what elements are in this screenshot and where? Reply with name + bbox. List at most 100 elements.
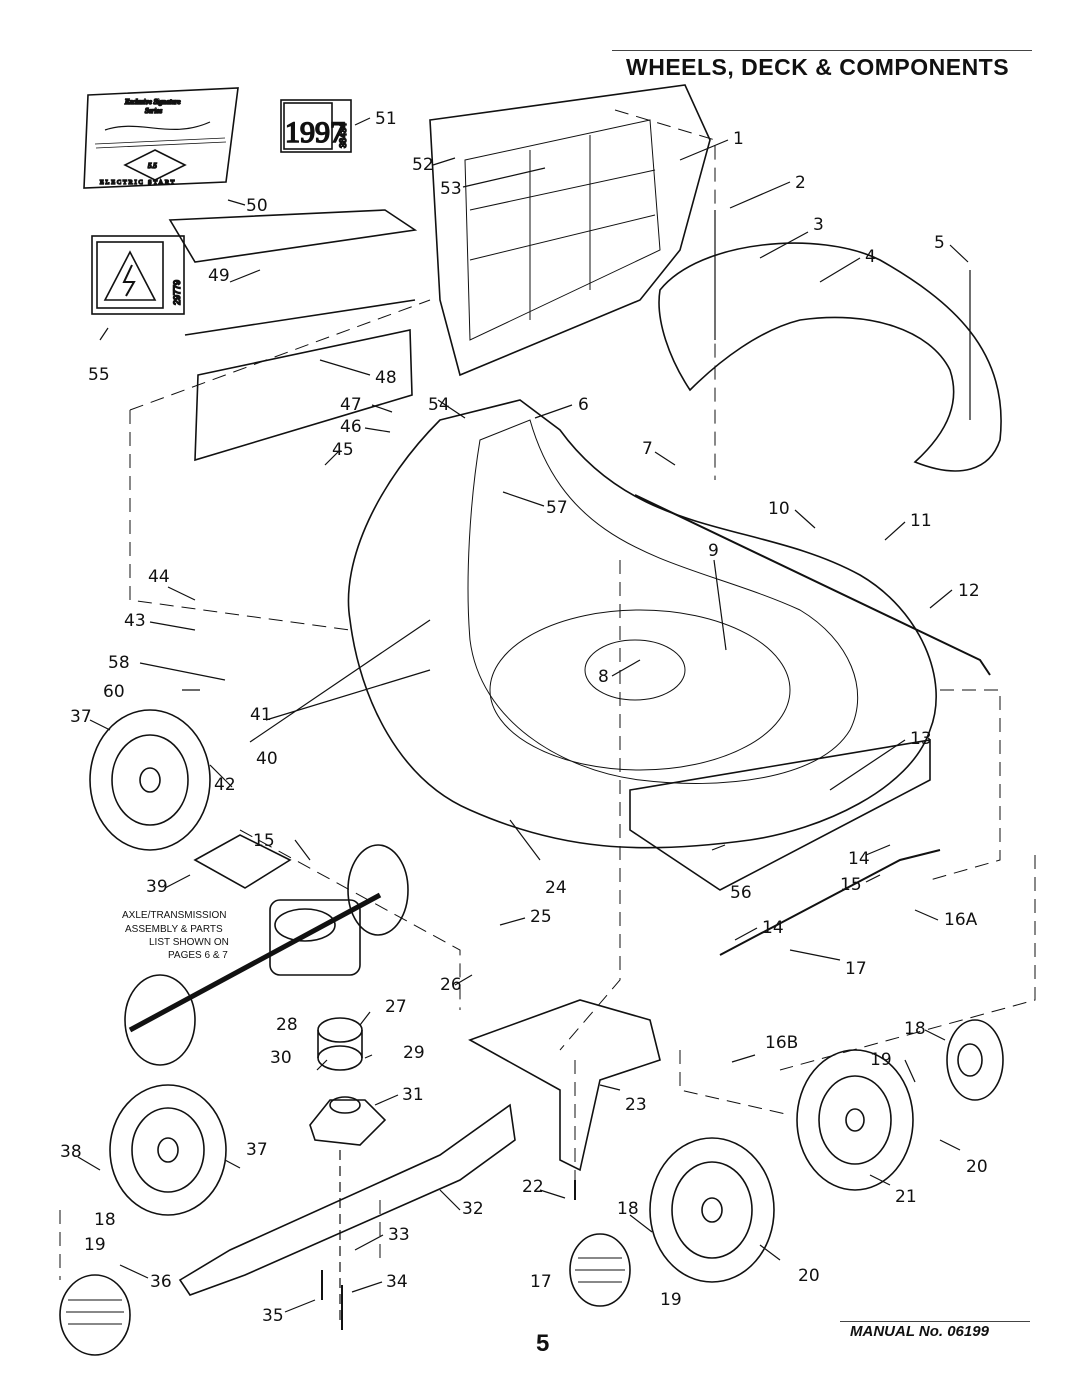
callout-6: 6 [578,395,589,415]
callout-11: 11 [910,511,932,531]
callout-20c: 19 [660,1290,682,1310]
wheel-front-left [89,709,211,851]
callout-20a: 20 [966,1157,988,1177]
callout-5: 5 [934,233,945,253]
callout-15b: 15 [253,831,275,851]
callout-41: 41 [250,705,272,725]
warning-decal: 29779 [91,235,185,315]
callout-16A: 16A [944,910,978,930]
note-line1: AXLE/TRANSMISSION [122,910,226,921]
callout-60: 60 [103,682,125,702]
decal-series-line2: Series [145,107,162,115]
wheel-rear-right [796,1049,914,1191]
callout-labels: 1 2 3 4 5 6 7 8 9 10 11 12 13 14 15 16A … [60,109,988,1326]
callout-23: 23 [625,1095,647,1115]
callout-21b: 20 [798,1266,820,1286]
callout-46: 46 [340,417,362,437]
footer-rule [840,1321,1030,1322]
year-decal-text: 1997 [285,116,345,149]
callout-12: 12 [958,581,980,601]
callout-22: 22 [522,1177,544,1197]
callout-31: 31 [402,1085,424,1105]
callout-13: 13 [910,729,932,749]
callout-3: 3 [813,215,824,235]
callout-43: 43 [124,611,146,631]
year-decal-code: 38434 [338,123,348,148]
callout-9: 9 [708,541,719,561]
callout-4: 4 [865,247,876,267]
callout-18b: 17 [530,1272,552,1292]
callout-29: 29 [403,1043,425,1063]
callout-47: 47 [340,395,362,415]
decal-series-line1: Exclusive Signature [124,98,181,106]
callout-18a: 18 [904,1019,926,1039]
hubcap-right [946,1019,1004,1101]
callout-2: 2 [795,173,806,193]
callout-49: 49 [208,266,230,286]
callout-45: 45 [332,440,354,460]
callout-19a: 19 [870,1050,892,1070]
callout-14b: 14 [762,918,784,938]
callout-44: 44 [148,567,170,587]
note-line2: ASSEMBLY & PARTS [125,924,223,935]
callout-35: 35 [262,1306,284,1326]
callout-19c: 18 [617,1199,639,1219]
callout-38: 38 [60,1142,82,1162]
wheel-rear-center [649,1137,775,1283]
callout-14a: 14 [848,849,870,869]
callout-15a: 15 [840,875,862,895]
callout-10: 10 [768,499,790,519]
callout-21a: 21 [895,1187,917,1207]
wheel-rear-left [109,1084,227,1216]
callout-48: 48 [375,368,397,388]
blade-adapter [309,1017,387,1146]
callout-27: 27 [385,997,407,1017]
callout-58: 58 [108,653,130,673]
page-number: 5 [536,1330,550,1357]
callout-55: 55 [88,365,110,385]
callout-16B: 16B [765,1033,798,1053]
callout-56: 56 [730,883,752,903]
callout-1: 1 [733,129,744,149]
callout-25: 25 [530,907,552,927]
callout-50: 50 [246,196,268,216]
rear-bag-shield [168,209,418,462]
hardware-bolts [321,210,971,1330]
callout-51: 51 [375,109,397,129]
signature-series-decal: Exclusive Signature Series 5.5 ELECTRIC … [83,87,239,189]
hubcap-left [59,1274,131,1356]
callout-57: 57 [546,498,568,518]
transmission-axle [124,834,409,1066]
mower-blade [178,1103,516,1296]
page-title: WHEELS, DECK & COMPONENTS [626,54,1010,80]
rear-flap [429,84,711,377]
callout-40: 40 [256,749,278,769]
callout-7: 7 [642,439,653,459]
height-adjust-rods [634,494,991,956]
callout-52: 52 [412,155,434,175]
leader-lines [77,117,969,1313]
callout-34: 34 [386,1272,408,1292]
note-line3: LIST SHOWN ON [149,937,229,948]
callout-28: 28 [276,1015,298,1035]
callout-19b: 18 [94,1210,116,1230]
callout-36: 36 [150,1272,172,1292]
assembly-guide-lines [59,109,1036,1280]
callout-32: 32 [462,1199,484,1219]
callout-24: 24 [545,878,567,898]
callout-26: 26 [440,975,462,995]
callout-30: 30 [270,1048,292,1068]
decal-badge: 5.5 [148,162,157,170]
callout-53: 53 [440,179,462,199]
warning-decal-code: 29779 [172,280,182,305]
callout-54: 54 [428,395,450,415]
year-decal: 1997 38434 [280,99,352,153]
note-line4: PAGES 6 & 7 [168,950,228,961]
callout-39: 39 [146,877,168,897]
mower-deck [347,399,937,891]
callout-17: 17 [845,959,867,979]
callout-33: 33 [388,1225,410,1245]
callout-37a: 37 [246,1140,268,1160]
title-rule [612,50,1032,51]
